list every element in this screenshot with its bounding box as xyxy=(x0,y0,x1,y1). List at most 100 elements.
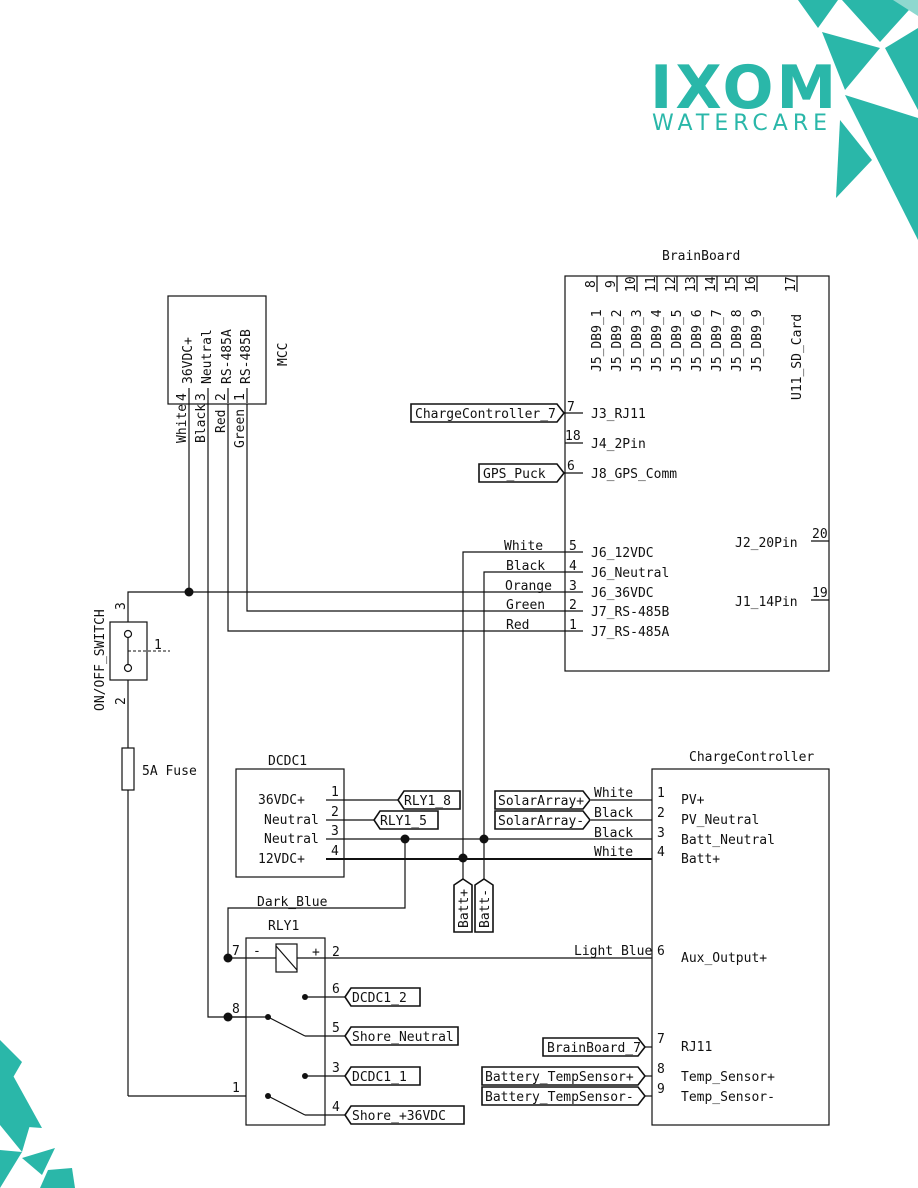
svg-text:+: + xyxy=(312,945,320,960)
net-label-battery-temp-plus: Battery_TempSensor+ xyxy=(481,1066,647,1086)
svg-text:Black: Black xyxy=(594,826,633,841)
svg-text:Batt+: Batt+ xyxy=(457,889,472,928)
svg-text:RS-485A: RS-485A xyxy=(220,329,235,384)
charge-controller-title: ChargeController xyxy=(689,750,814,765)
svg-text:8: 8 xyxy=(657,1062,665,1077)
on-off-switch: ON/OFF_SWITCH 3 1 2 xyxy=(93,602,170,711)
svg-text:15: 15 xyxy=(724,276,739,292)
svg-text:BrainBoard_7: BrainBoard_7 xyxy=(547,1041,641,1056)
svg-text:J5_DB9_5: J5_DB9_5 xyxy=(670,309,685,372)
svg-text:4: 4 xyxy=(331,844,339,859)
net-label-batt-minus: Batt- xyxy=(474,839,494,933)
svg-text:5: 5 xyxy=(332,1021,340,1036)
svg-text:J5_DB9_3: J5_DB9_3 xyxy=(630,309,645,372)
svg-text:RLY1_5: RLY1_5 xyxy=(380,814,427,829)
svg-text:J8_GPS_Comm: J8_GPS_Comm xyxy=(591,467,677,482)
mcc-box xyxy=(167,295,267,405)
svg-text:3: 3 xyxy=(331,824,339,839)
svg-text:Orange: Orange xyxy=(505,579,552,594)
svg-text:J5_DB9_1: J5_DB9_1 xyxy=(590,309,605,372)
svg-text:2: 2 xyxy=(114,697,129,705)
svg-text:6: 6 xyxy=(567,459,575,474)
svg-text:16: 16 xyxy=(744,276,759,292)
svg-text:Black: Black xyxy=(194,404,209,443)
net-label-gps-puck: GPS_Puck xyxy=(478,463,583,483)
svg-text:Neutral: Neutral xyxy=(200,329,215,384)
svg-text:J5_DB9_6: J5_DB9_6 xyxy=(690,309,705,372)
svg-text:Green: Green xyxy=(506,598,545,613)
svg-text:J6_Neutral: J6_Neutral xyxy=(591,566,669,581)
svg-text:1: 1 xyxy=(331,785,339,800)
svg-text:J5_DB9_4: J5_DB9_4 xyxy=(650,309,665,372)
svg-text:2: 2 xyxy=(214,393,229,401)
svg-text:17: 17 xyxy=(784,276,799,292)
svg-text:1: 1 xyxy=(657,786,665,801)
svg-text:RLY1_8: RLY1_8 xyxy=(404,794,451,809)
dark-blue-wire xyxy=(227,839,406,958)
svg-text:2: 2 xyxy=(569,598,577,613)
net-label-dcdc1-1: DCDC1_1 xyxy=(344,1066,421,1086)
svg-text:J5_DB9_2: J5_DB9_2 xyxy=(610,309,625,372)
dcdc-pin-4: 4 12VDC+ xyxy=(258,844,652,867)
svg-text:J7_RS-485A: J7_RS-485A xyxy=(591,625,669,640)
svg-text:Temp_Sensor+: Temp_Sensor+ xyxy=(681,1070,775,1085)
svg-text:20: 20 xyxy=(812,527,828,542)
svg-text:1: 1 xyxy=(233,393,248,401)
svg-text:J4_2Pin: J4_2Pin xyxy=(591,437,646,452)
svg-text:DCDC1_2: DCDC1_2 xyxy=(352,991,407,1006)
svg-text:6: 6 xyxy=(332,982,340,997)
brainboard-pin-j7-b: 2 J7_RS-485B xyxy=(569,598,669,620)
svg-text:Batt-: Batt- xyxy=(478,889,493,928)
svg-text:7: 7 xyxy=(567,400,575,415)
svg-text:J3_RJ11: J3_RJ11 xyxy=(591,407,646,422)
svg-text:4: 4 xyxy=(657,845,665,860)
net-label-rly1-8: RLY1_8 xyxy=(397,790,461,810)
svg-text:12VDC+: 12VDC+ xyxy=(258,852,305,867)
svg-text:3: 3 xyxy=(332,1061,340,1076)
svg-text:3: 3 xyxy=(114,602,129,610)
dark-blue-label: Dark_Blue xyxy=(257,895,328,910)
relay-title: RLY1 xyxy=(268,919,299,934)
svg-text:White: White xyxy=(504,539,543,554)
net-label-rly1-5: RLY1_5 xyxy=(373,810,439,830)
svg-text:4: 4 xyxy=(569,559,577,574)
svg-text:J7_RS-485B: J7_RS-485B xyxy=(591,605,669,620)
svg-text:SolarArray+: SolarArray+ xyxy=(498,794,584,809)
net-label-battery-temp-minus: Battery_TempSensor- xyxy=(481,1086,647,1106)
svg-text:11: 11 xyxy=(644,276,659,292)
svg-text:4: 4 xyxy=(175,393,190,401)
svg-text:J5_DB9_8: J5_DB9_8 xyxy=(730,309,745,372)
brainboard-pin-j3: 7 J3_RJ11 xyxy=(567,400,646,422)
svg-text:3: 3 xyxy=(657,826,665,841)
svg-text:14: 14 xyxy=(704,276,719,292)
svg-text:-: - xyxy=(253,944,261,959)
svg-text:GPS_Puck: GPS_Puck xyxy=(483,467,546,482)
svg-text:Battery_TempSensor-: Battery_TempSensor- xyxy=(485,1090,634,1105)
svg-text:9: 9 xyxy=(657,1082,665,1097)
svg-text:DCDC1_1: DCDC1_1 xyxy=(352,1070,407,1085)
svg-text:19: 19 xyxy=(812,586,828,601)
svg-text:Shore_+36VDC: Shore_+36VDC xyxy=(352,1109,446,1124)
net-label-solar-array-plus: SolarArray+ xyxy=(494,790,592,810)
svg-text:Neutral: Neutral xyxy=(264,813,319,828)
svg-text:Black: Black xyxy=(506,559,545,574)
svg-text:PV_Neutral: PV_Neutral xyxy=(681,813,759,828)
